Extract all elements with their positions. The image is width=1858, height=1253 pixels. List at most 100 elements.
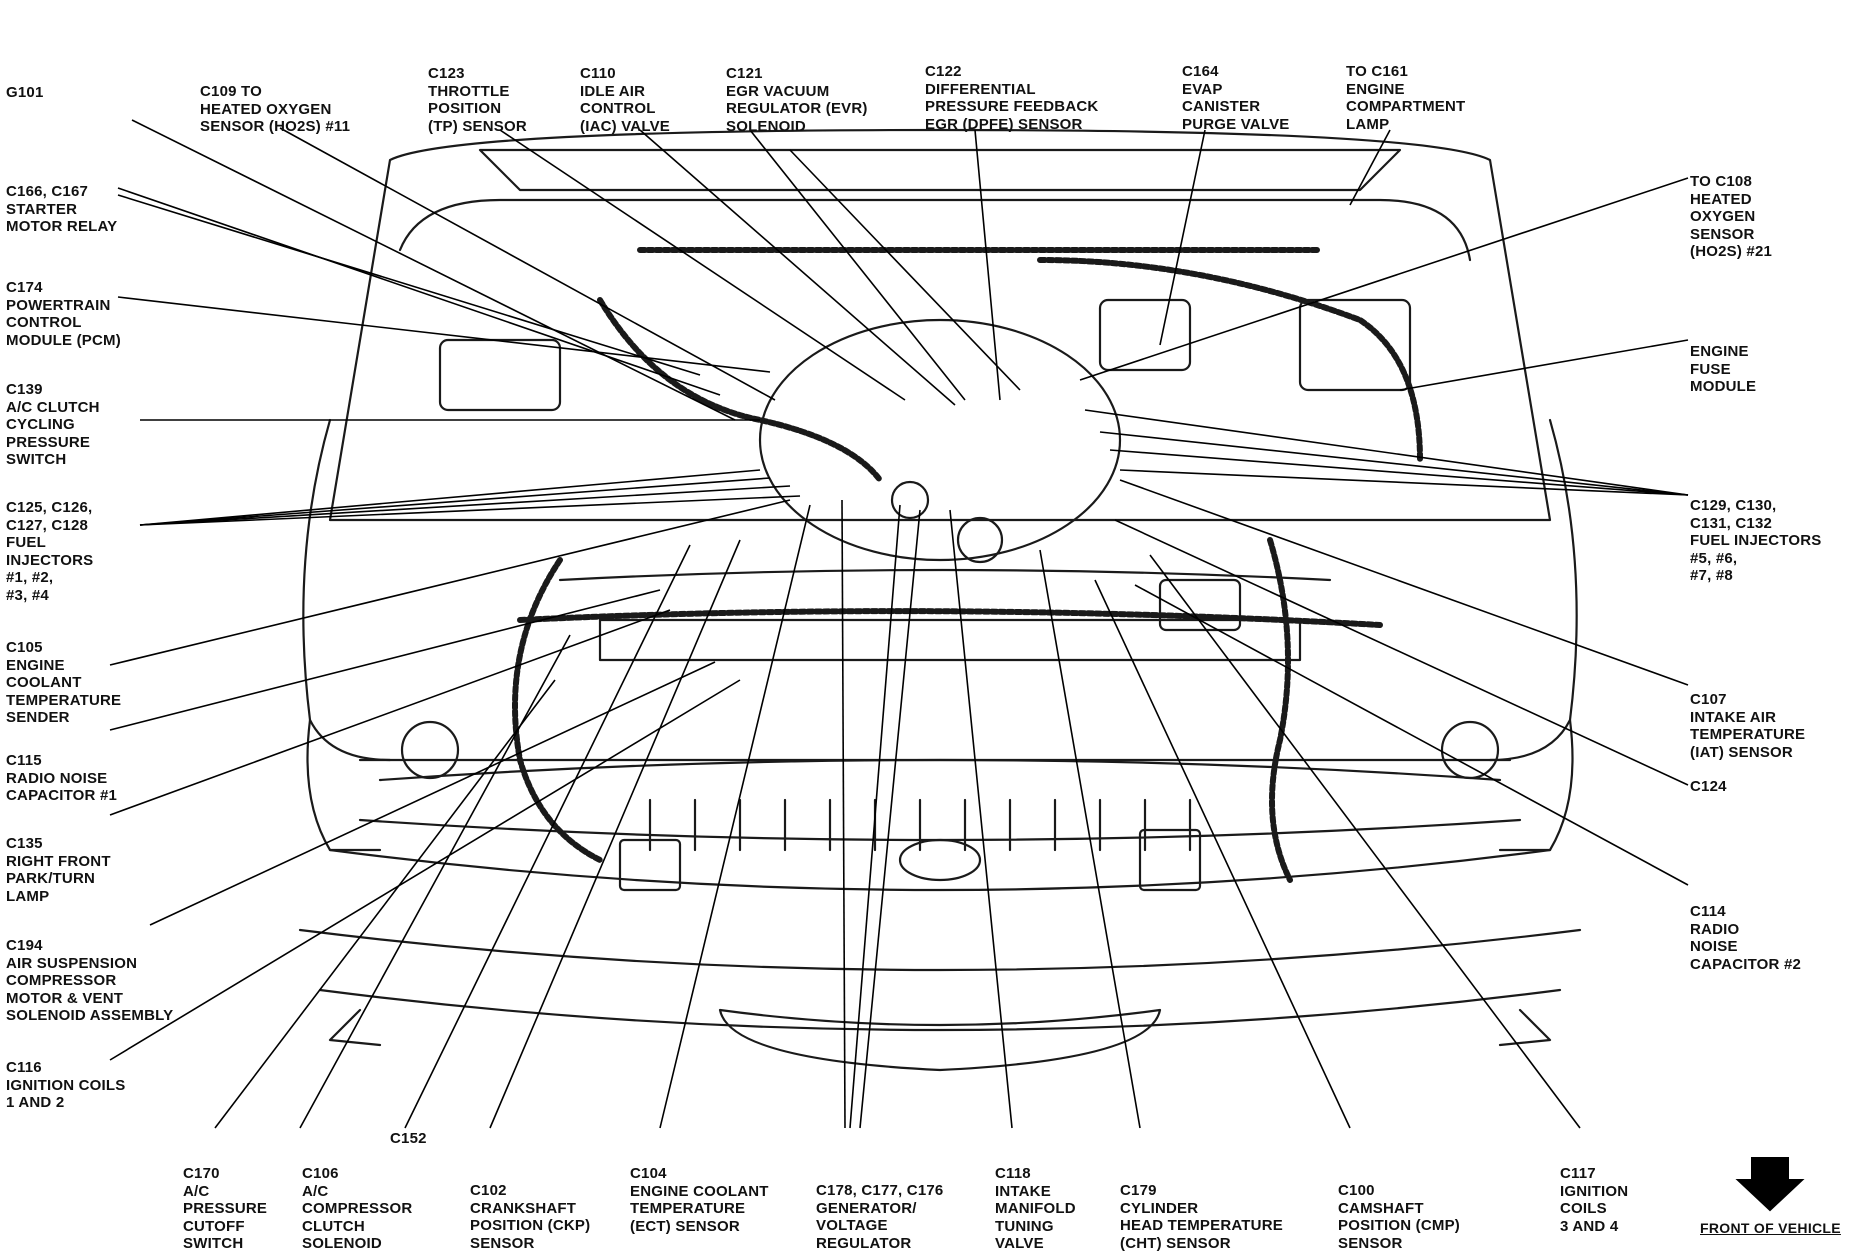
leader-line-7	[1159, 129, 1206, 346]
right-bumper-corner	[1498, 1008, 1552, 1047]
leader-line-19	[109, 609, 671, 816]
bumper-middle	[298, 928, 1582, 972]
right-fender-edge	[1498, 718, 1574, 852]
front-of-vehicle-label: FRONT OF VEHICLE	[1700, 1220, 1841, 1236]
engine-line-art	[298, 128, 1582, 1072]
left-coil-pack	[618, 838, 682, 892]
cht-sensor-block	[1158, 578, 1242, 632]
leader-line-33	[404, 544, 691, 1129]
fuse-module-box	[1298, 298, 1412, 392]
front-crossover-harness	[517, 608, 1383, 628]
right-fender-inner	[1488, 418, 1578, 762]
leader-line-34	[489, 539, 741, 1129]
right-front-harness	[1267, 537, 1293, 883]
leader-line-1	[279, 127, 776, 401]
upper-radiator-hose	[558, 568, 1332, 582]
throttle-body	[890, 480, 930, 520]
leader-line-27	[1119, 469, 1689, 496]
leader-line-8	[1349, 129, 1391, 206]
left-lamp-socket	[400, 720, 460, 780]
leader-line-9	[117, 187, 721, 396]
leader-line-11	[117, 296, 771, 373]
leader-line-38	[859, 509, 921, 1129]
leader-line-10	[117, 194, 701, 376]
leader-line-16	[139, 495, 801, 526]
leader-line-42	[1149, 554, 1581, 1129]
leader-line-22	[1079, 177, 1689, 381]
leader-line-26	[1109, 449, 1689, 496]
label-g101: G101	[6, 84, 44, 101]
bumper-opening	[718, 1008, 1162, 1072]
grille-top	[378, 758, 1502, 782]
leader-line-0	[131, 119, 736, 421]
ect-sensor-housing	[956, 516, 1004, 564]
left-fender-inner	[302, 418, 392, 762]
label-c124: C124	[1690, 778, 1727, 795]
leader-line-35	[659, 504, 811, 1129]
hood-opening	[328, 128, 1552, 522]
right-wire-harness	[1037, 257, 1423, 463]
leader-line-3	[639, 129, 956, 406]
leader-line-31	[214, 679, 556, 1129]
leader-line-21	[109, 679, 741, 1061]
left-wire-harness	[597, 297, 883, 483]
label-c152: C152	[390, 1130, 427, 1147]
left-valve-cover	[438, 338, 562, 412]
grille-bottom	[358, 818, 1522, 842]
bumper-bottom	[318, 988, 1562, 1032]
firewall-edge	[398, 198, 1472, 262]
leader-line-5	[789, 149, 1021, 391]
radiator-crossmember	[598, 618, 1302, 662]
leader-line-15	[139, 485, 791, 526]
right-coil-pack	[1138, 828, 1202, 892]
leader-line-20	[149, 661, 716, 926]
leader-line-14	[139, 477, 771, 526]
leader-line-6	[974, 129, 1001, 401]
leader-line-28	[1119, 479, 1689, 686]
bumper-top	[328, 848, 1552, 892]
right-lamp-socket	[1440, 720, 1500, 780]
intake-manifold	[758, 318, 1122, 562]
left-fender-edge	[306, 718, 382, 852]
leader-line-40	[1039, 549, 1141, 1129]
purge-canister	[1098, 298, 1192, 372]
front-of-vehicle-arrow-icon	[1735, 1157, 1805, 1212]
leader-line-2	[499, 129, 906, 401]
leader-line-39	[949, 509, 1013, 1129]
leader-line-37	[849, 504, 901, 1129]
leader-line-36	[841, 499, 846, 1129]
leader-lines	[109, 119, 1689, 1129]
leader-line-32	[299, 634, 571, 1129]
leader-line-25	[1099, 431, 1689, 496]
leader-line-29	[1114, 519, 1689, 786]
leader-line-30	[1134, 584, 1689, 886]
leader-line-41	[1094, 579, 1351, 1129]
cowl-panel	[478, 148, 1402, 192]
leader-line-13	[139, 469, 761, 526]
